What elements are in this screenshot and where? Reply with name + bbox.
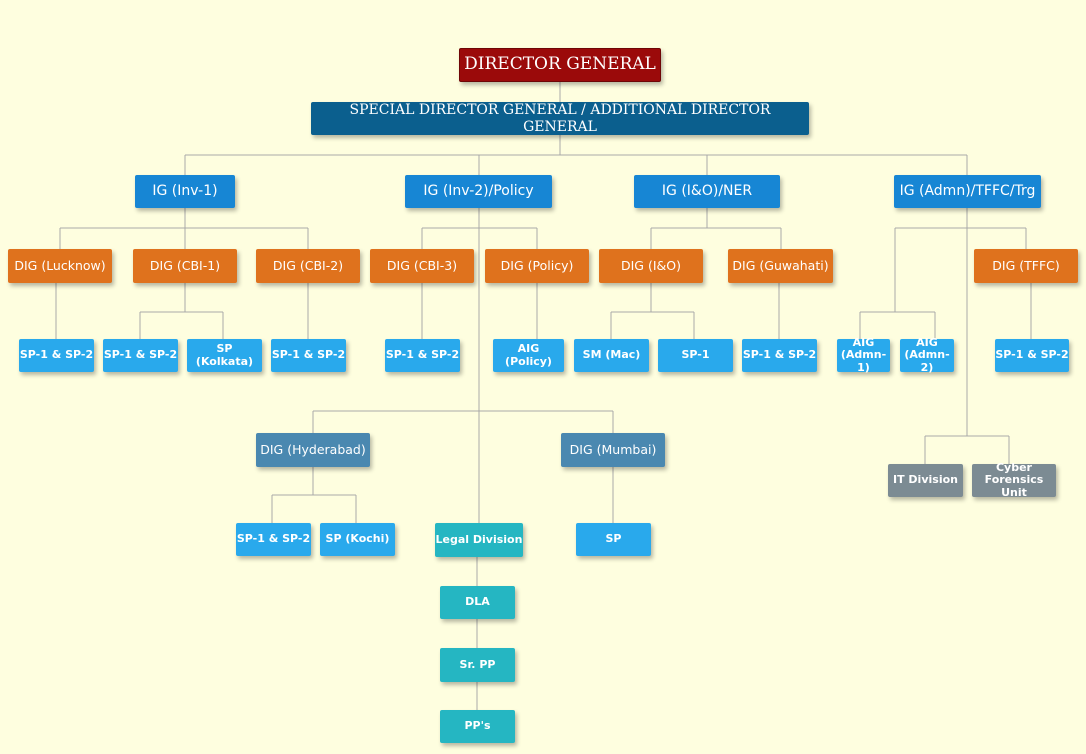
node-dig-hyderabad: DIG (Hyderabad) [256, 433, 370, 467]
node-ig-inv-1: IG (Inv-1) [135, 175, 235, 208]
node-pps: PP's [440, 710, 515, 743]
node-sp-cbi-2: SP-1 & SP-2 [271, 339, 346, 372]
node-dig-policy: DIG (Policy) [485, 249, 589, 283]
node-ig-inv-2-policy: IG (Inv-2)/Policy [405, 175, 552, 208]
node-dig-guwahati: DIG (Guwahati) [728, 249, 833, 283]
node-ig-admn-tffc-trg: IG (Admn)/TFFC/Trg [894, 175, 1041, 208]
node-director-general: DIRECTOR GENERAL [459, 48, 661, 82]
node-sp-guwahati: SP-1 & SP-2 [742, 339, 817, 372]
node-legal-division: Legal Division [435, 523, 523, 557]
node-aig-policy: AIG (Policy) [493, 339, 564, 372]
node-sr-pp: Sr. PP [440, 648, 515, 682]
node-cyber-forensics-unit: Cyber Forensics Unit [972, 461, 1056, 499]
node-dig-cbi-2: DIG (CBI-2) [256, 249, 360, 283]
node-dig-mumbai: DIG (Mumbai) [561, 433, 665, 467]
node-sp-lucknow: SP-1 & SP-2 [19, 339, 94, 372]
node-aig-admn-2: AIG (Admn-2) [900, 336, 954, 374]
node-sp-kolkata: SP (Kolkata) [187, 339, 262, 372]
node-sp-hyderabad: SP-1 & SP-2 [236, 523, 311, 556]
node-it-division: IT Division [888, 464, 963, 497]
node-dig-lucknow: DIG (Lucknow) [8, 249, 112, 283]
node-sp-1-io: SP-1 [658, 339, 733, 372]
node-aig-admn-1: AIG (Admn-1) [837, 336, 890, 374]
node-sp-cbi-1: SP-1 & SP-2 [103, 339, 178, 372]
node-dla: DLA [440, 586, 515, 619]
node-special-director-general: SPECIAL DIRECTOR GENERAL / ADDITIONAL DI… [311, 102, 809, 135]
node-ig-io-ner: IG (I&O)/NER [634, 175, 780, 208]
node-sp-kochi: SP (Kochi) [320, 523, 395, 556]
node-dig-cbi-1: DIG (CBI-1) [133, 249, 237, 283]
node-sp-mumbai: SP [576, 523, 651, 556]
node-sp-tffc: SP-1 & SP-2 [995, 339, 1069, 372]
node-sm-mac: SM (Mac) [574, 339, 649, 372]
node-sp-cbi-3: SP-1 & SP-2 [385, 339, 460, 372]
node-dig-cbi-3: DIG (CBI-3) [370, 249, 474, 283]
node-dig-tffc: DIG (TFFC) [974, 249, 1078, 283]
node-dig-io: DIG (I&O) [599, 249, 703, 283]
